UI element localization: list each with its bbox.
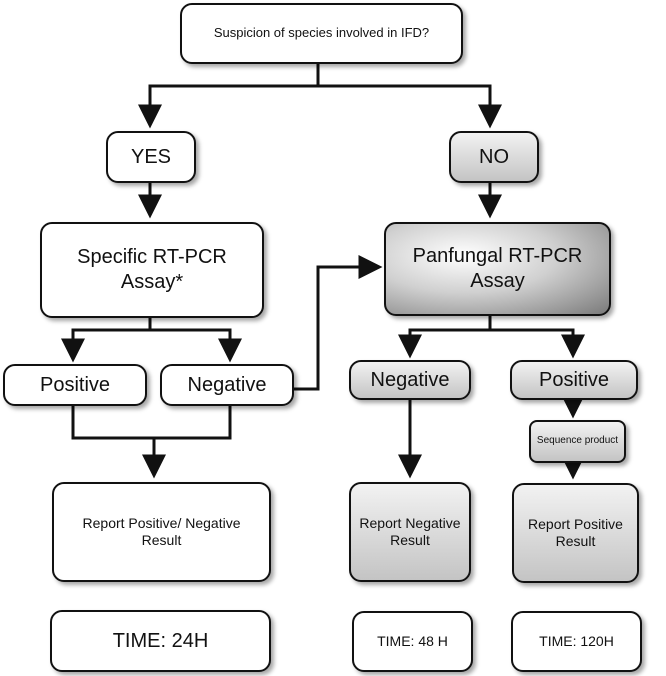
negative-right-node: Negative	[349, 360, 471, 400]
specific-rtpcr-node: Specific RT-PCR Assay*	[40, 222, 264, 318]
no-node: NO	[449, 131, 539, 183]
time-48h-node: TIME: 48 H	[352, 611, 473, 672]
negative-left-node: Negative	[160, 364, 294, 406]
report-left-node: Report Positive/ Negative Result	[52, 482, 271, 582]
report-positive-node: Report Positive Result	[512, 483, 639, 583]
panfungal-rtpcr-node: Panfungal RT-PCR Assay	[384, 222, 611, 316]
report-negative-node: Report Negative Result	[349, 482, 471, 582]
question-node: Suspicion of species involved in IFD?	[180, 3, 463, 64]
positive-right-node: Positive	[510, 360, 638, 400]
time-24h-node: TIME: 24H	[50, 610, 271, 672]
time-120h-node: TIME: 120H	[511, 611, 642, 672]
yes-node: YES	[106, 131, 196, 183]
positive-left-node: Positive	[3, 364, 147, 406]
sequence-product-node: Sequence product	[529, 420, 626, 463]
